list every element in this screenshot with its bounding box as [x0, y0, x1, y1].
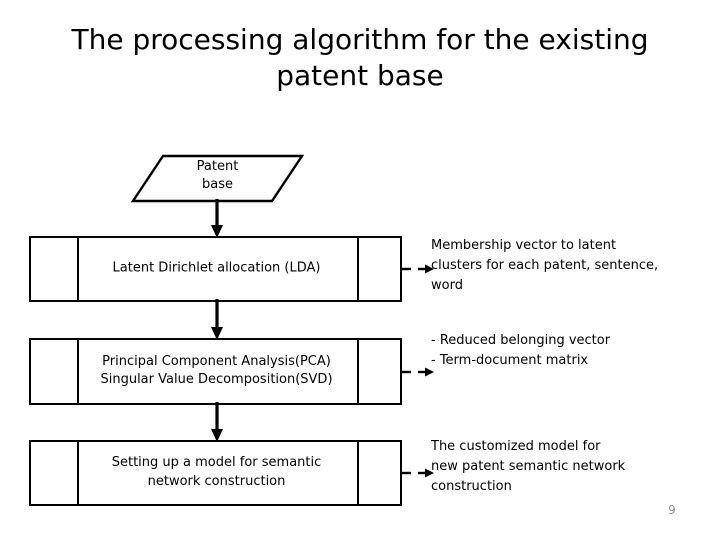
- note-pca-svd: - Reduced belonging vector - Term-docume…: [431, 331, 697, 371]
- process-box-pca-svd-line1: Principal Component Analysis(PCA): [102, 353, 331, 369]
- patent-base-label: Patent base: [131, 158, 304, 195]
- note-lda-line2: clusters for each patent, sentence,: [431, 257, 659, 273]
- process-box-semantic-model-left-bar: [77, 442, 79, 504]
- connector-arrow-lda-to-pca: [210, 299, 224, 341]
- note-semantic-model: The customized model for new patent sema…: [431, 437, 697, 497]
- note-lda: Membership vector to latent clusters for…: [431, 236, 697, 296]
- note-semantic-model-line1: The customized model for: [431, 439, 601, 454]
- process-box-lda-right-bar: [357, 238, 359, 300]
- dashed-arrow-semantic-model-to-note: [402, 466, 436, 480]
- process-box-pca-svd-right-bar: [357, 340, 359, 403]
- process-box-semantic-model: Setting up a model for semantic network …: [29, 440, 402, 506]
- process-box-semantic-model-label: Setting up a model for semantic network …: [80, 454, 353, 492]
- process-box-semantic-model-line1: Setting up a model for semantic: [111, 455, 322, 471]
- process-box-lda-line1: Latent Dirichlet allocation (LDA): [112, 260, 321, 276]
- patent-base-label-line2: base: [202, 177, 233, 193]
- connector-arrow-base-to-lda: [210, 199, 224, 239]
- process-box-lda: Latent Dirichlet allocation (LDA): [29, 236, 402, 302]
- process-box-pca-svd: Principal Component Analysis(PCA) Singul…: [29, 338, 402, 405]
- note-lda-line1: Membership vector to latent: [431, 238, 617, 253]
- process-box-pca-svd-left-bar: [77, 340, 79, 403]
- dashed-arrow-pca-svd-to-note: [402, 365, 436, 379]
- process-box-semantic-model-line2: network construction: [147, 474, 286, 489]
- connector-arrow-pca-svd-to-model: [210, 402, 224, 443]
- note-semantic-model-line3: construction: [431, 478, 512, 494]
- process-box-lda-label: Latent Dirichlet allocation (LDA): [80, 260, 353, 279]
- page-number: 9: [668, 503, 676, 517]
- process-box-pca-svd-label: Principal Component Analysis(PCA) Singul…: [80, 353, 353, 391]
- dashed-arrow-lda-to-note: [402, 262, 436, 276]
- note-pca-svd-line1: - Reduced belonging vector: [431, 333, 611, 348]
- note-pca-svd-line2: - Term-document matrix: [431, 352, 589, 368]
- patent-base-label-line1: Patent: [196, 159, 239, 174]
- process-box-pca-svd-line2: Singular Value Decomposition(SVD): [100, 372, 333, 388]
- page-title: The processing algorithm for the existin…: [71, 23, 649, 93]
- patent-base-parallelogram: [131, 154, 304, 203]
- process-box-semantic-model-right-bar: [357, 442, 359, 504]
- note-semantic-model-line2: new patent semantic network: [431, 458, 626, 474]
- process-box-lda-left-bar: [77, 238, 79, 300]
- note-lda-line3: word: [431, 277, 463, 293]
